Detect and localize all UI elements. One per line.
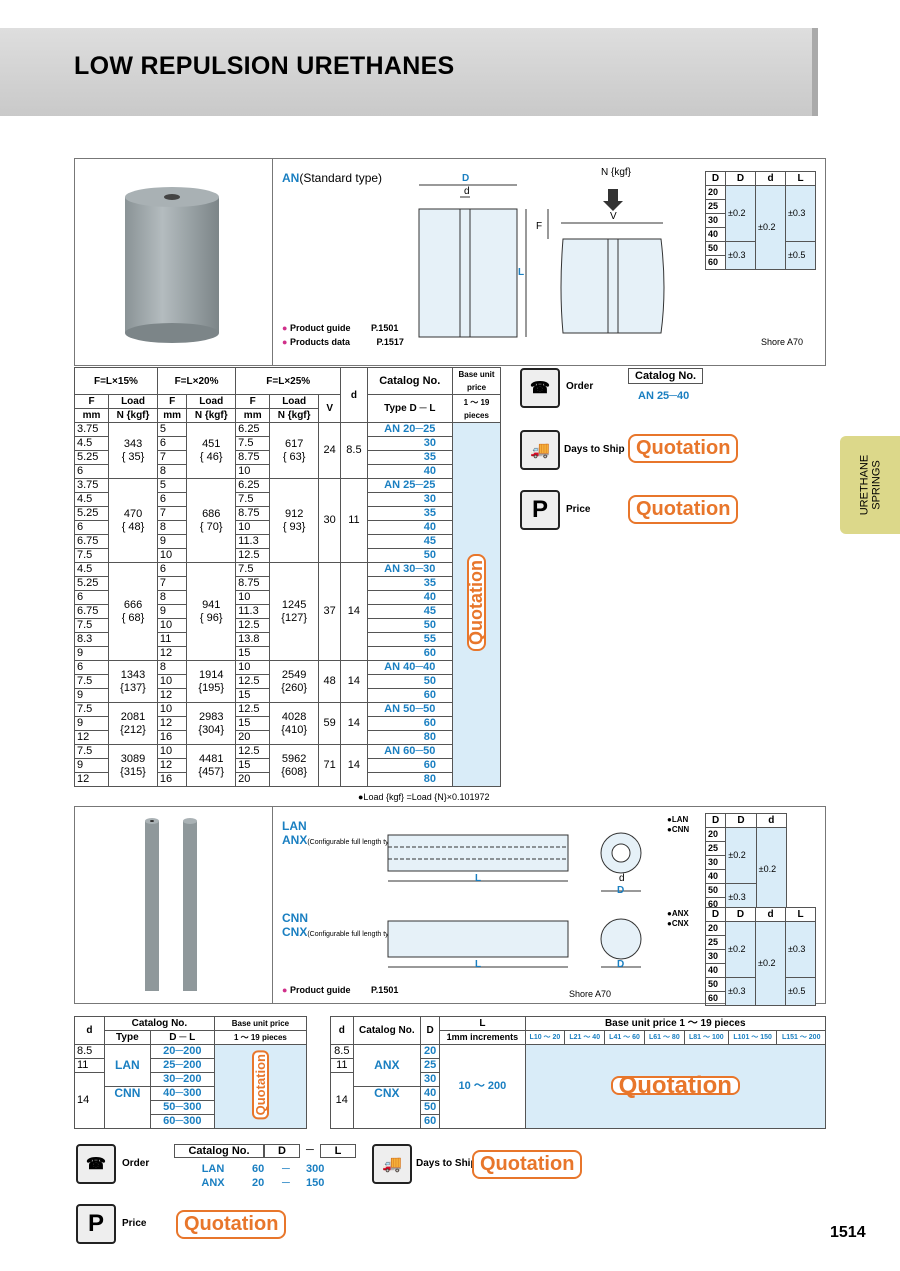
days-to-ship-label: Days to Ship — [564, 444, 625, 455]
order2-price-label: Price — [122, 1218, 147, 1229]
order2-days-label: Days to Ship — [416, 1158, 477, 1169]
table-row: 50 — [331, 1100, 826, 1115]
dim-v: V — [610, 211, 617, 222]
cnn-titles: CNN CNX(Configurable full length type) — [282, 911, 399, 939]
product-guide-link[interactable]: ● Product guide P.1501 — [282, 323, 399, 333]
order-example: AN 25─40 — [638, 390, 690, 402]
lan-rod-image — [145, 818, 197, 991]
products-data-link[interactable]: ● Products data P.1517 — [282, 337, 404, 347]
price-label: Price — [566, 504, 591, 515]
days-quotation-button[interactable]: Quotation — [628, 434, 739, 463]
an-diagram — [418, 184, 665, 338]
an-product-box: AN(Standard type) D d N {kgf} F L V ● Pr… — [74, 158, 826, 366]
lan-dim-d-upper: D — [617, 885, 625, 896]
order2-price-quotation-button[interactable]: Quotation — [176, 1210, 287, 1239]
truck-icon-2: 🚚 — [372, 1144, 412, 1184]
range-header: L81 ～ 100 — [683, 1030, 729, 1045]
dim-f: F — [536, 221, 543, 232]
price-p-icon-2: P — [76, 1204, 116, 1244]
order2-dash: ─ — [306, 1144, 314, 1156]
lan-shore: Shore A70 — [569, 989, 612, 999]
an-cylinder-image — [125, 187, 219, 343]
lan-dim-l: L — [475, 873, 482, 884]
lan-dim-d-lower: d — [619, 873, 625, 884]
lan-titles: LAN ANX(Configurable full length type) — [282, 819, 399, 847]
dim-l: L — [518, 267, 525, 278]
table3-quotation[interactable]: Quotation — [610, 1074, 740, 1098]
an-shore: Shore A70 — [761, 337, 804, 347]
an-links: ● Product guide P.1501 ● Products data P… — [282, 321, 404, 349]
an-photo — [75, 159, 273, 365]
range-header: L41 ～ 60 — [604, 1030, 645, 1045]
order2-l-header: L — [320, 1144, 356, 1158]
dim-d-lower: d — [464, 186, 470, 197]
order-label: Order — [566, 381, 594, 392]
cnn-dim-d-upper: D — [617, 959, 625, 970]
range-header: L61 ～ 80 — [643, 1030, 685, 1045]
table2-quotation[interactable]: Quotation — [251, 1049, 269, 1120]
price-quotation-button[interactable]: Quotation — [628, 495, 739, 524]
order2-days-quotation-button[interactable]: Quotation — [472, 1150, 583, 1179]
table-row: 60 — [331, 1114, 826, 1129]
anx-legend: ●ANX●CNX — [667, 909, 689, 928]
dim-n-kgf: N {kgf} — [601, 167, 632, 178]
lan-legend: ●LAN●CNN — [667, 815, 690, 834]
truck-icon: 🚚 — [520, 430, 560, 470]
header-bar: LOW REPULSION URETHANES — [0, 28, 818, 116]
lan-product-box: LAN ANX(Configurable full length type) C… — [74, 806, 826, 1006]
lan-photo — [75, 807, 273, 1003]
load-note: ●Load {kgf} =Load {N}×0.101972 — [358, 792, 490, 802]
lan-diagram — [387, 832, 642, 968]
main-quotation-button[interactable]: Quotation — [466, 554, 486, 651]
range-header: L21 ～ 40 — [564, 1030, 606, 1045]
order2-d-header: D — [264, 1144, 300, 1158]
lan-product-guide-link[interactable]: ● Product guide P.1501 — [282, 985, 399, 995]
page-number: 1514 — [830, 1224, 866, 1241]
dim-d-upper: D — [462, 173, 470, 184]
range-header: L10 ～ 20 — [524, 1030, 566, 1045]
range-header: L151 ～ 200 — [776, 1030, 826, 1045]
order2-label: Order — [122, 1158, 150, 1169]
order2-catalog-header: Catalog No. — [174, 1144, 264, 1158]
phone-icon: ☎ — [520, 368, 560, 408]
phone-icon-2: ☎ — [76, 1144, 116, 1184]
an-type-title: AN(Standard type) — [282, 171, 383, 185]
cnn-dim-l: L — [475, 959, 482, 970]
price-p-icon: P — [520, 490, 560, 530]
range-header: L101 ～ 150 — [727, 1030, 778, 1045]
page-title: LOW REPULSION URETHANES — [74, 52, 455, 80]
order-catalog-header: Catalog No. — [628, 368, 704, 384]
